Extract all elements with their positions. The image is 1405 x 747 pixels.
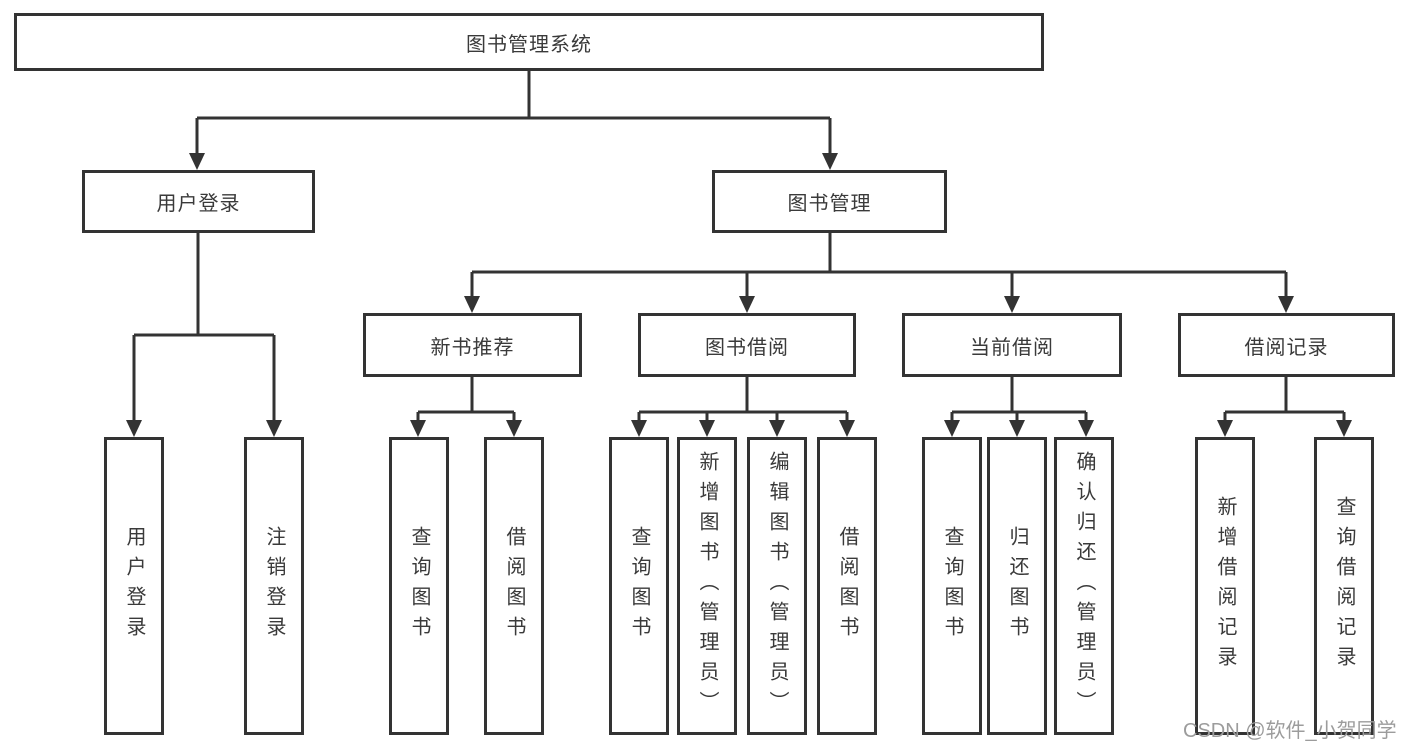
- node-new-book-recommend: 新书推荐: [363, 313, 582, 377]
- node-current-borrowing: 当前借阅: [902, 313, 1122, 377]
- leaf-logout: 注销登录: [244, 437, 304, 735]
- leaf-confirm-return-admin: 确认归还（管理员）: [1054, 437, 1114, 735]
- leaf-user-login: 用户登录: [104, 437, 164, 735]
- leaf-query-borrow-record: 查询借阅记录: [1314, 437, 1374, 735]
- node-book-borrowing: 图书借阅: [638, 313, 856, 377]
- leaf-return-books: 归还图书: [987, 437, 1047, 735]
- leaf-add-borrow-record: 新增借阅记录: [1195, 437, 1255, 735]
- node-book-management: 图书管理: [712, 170, 947, 233]
- arrowheads: [126, 153, 1352, 437]
- leaf-borrow-books-recommend: 借阅图书: [484, 437, 544, 735]
- node-borrow-records: 借阅记录: [1178, 313, 1395, 377]
- node-library-management-system: 图书管理系统: [14, 13, 1044, 71]
- leaf-query-books-recommend: 查询图书: [389, 437, 449, 735]
- leaf-edit-books-admin: 编辑图书（管理员）: [747, 437, 807, 735]
- node-user-login: 用户登录: [82, 170, 315, 233]
- leaf-query-books-borrowing: 查询图书: [609, 437, 669, 735]
- watermark: CSDN @软件_小贺同学: [1183, 720, 1397, 742]
- leaf-add-books-admin: 新增图书（管理员）: [677, 437, 737, 735]
- leaf-query-books-current: 查询图书: [922, 437, 982, 735]
- connector-edges: [132, 71, 1346, 421]
- leaf-borrow-books-borrowing: 借阅图书: [817, 437, 877, 735]
